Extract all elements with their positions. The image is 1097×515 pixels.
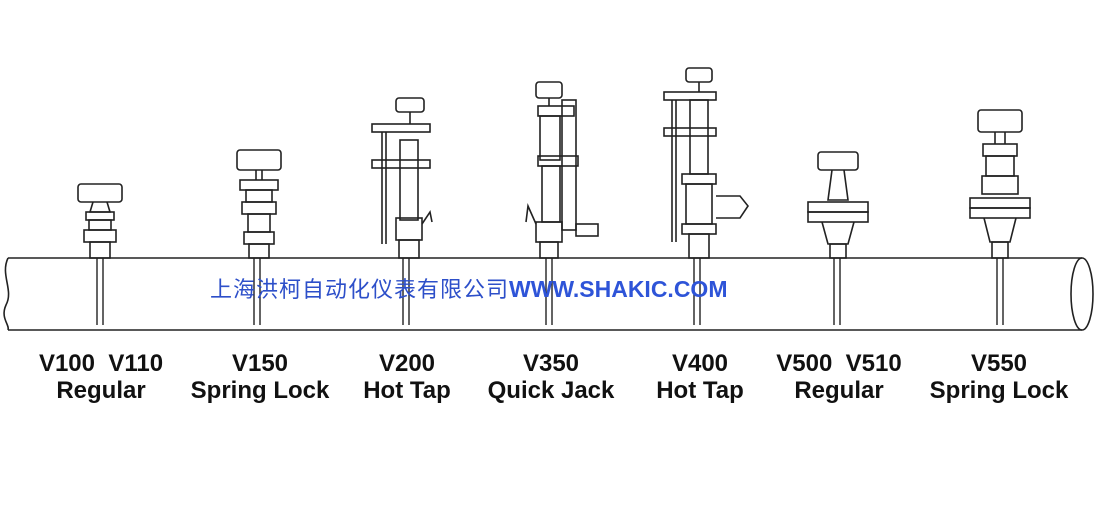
model-label: V200 (378, 350, 436, 377)
valve-v500-drawing (807, 151, 869, 259)
label-v500: V500 V510 Regular (776, 350, 901, 404)
valve-v550-drawing (969, 109, 1031, 259)
type-label: Regular (794, 377, 884, 404)
probe-stem-v200 (402, 258, 410, 325)
label-v200: V200 Hot Tap (363, 350, 451, 404)
type-label: Hot Tap (656, 377, 744, 404)
type-label: Regular (56, 377, 146, 404)
label-v400: V400 Hot Tap (656, 350, 744, 404)
probe-stem-v400 (693, 258, 701, 325)
watermark-url: WWW.SHAKIC.COM (509, 276, 728, 302)
probe-stem-v100 (96, 258, 104, 325)
watermark: 上海洪柯自动化仪表有限公司WWW.SHAKIC.COM (210, 274, 727, 306)
model-label: V500 V510 (776, 350, 902, 377)
probe-stem-v150 (253, 258, 261, 325)
valve-v350-drawing (525, 81, 599, 259)
model-label: V400 (671, 350, 729, 377)
label-v550: V550 Spring Lock (930, 350, 1069, 404)
type-label: Hot Tap (363, 377, 451, 404)
probe-stems (96, 258, 1004, 325)
type-label: Spring Lock (929, 377, 1069, 404)
type-label: Quick Jack (487, 377, 615, 404)
model-label: V550 (970, 350, 1028, 377)
probe-stem-v350 (545, 258, 553, 325)
probe-stem-v500 (833, 258, 841, 325)
type-label: Spring Lock (190, 377, 330, 404)
label-v150: V150 Spring Lock (191, 350, 330, 404)
valve-v200-drawing (371, 97, 433, 259)
valve-v100-drawing (77, 183, 123, 259)
valve-v150-drawing (236, 149, 282, 259)
model-label: V350 (522, 350, 580, 377)
model-label: V150 (231, 350, 289, 377)
label-v350: V350 Quick Jack (488, 350, 615, 404)
probe-stem-v550 (996, 258, 1004, 325)
model-label: V100 V110 (38, 350, 164, 377)
label-v100: V100 V110 Regular (39, 350, 163, 404)
watermark-company: 上海洪柯自动化仪表有限公司 (210, 278, 510, 303)
valve-v400-drawing (663, 67, 749, 259)
